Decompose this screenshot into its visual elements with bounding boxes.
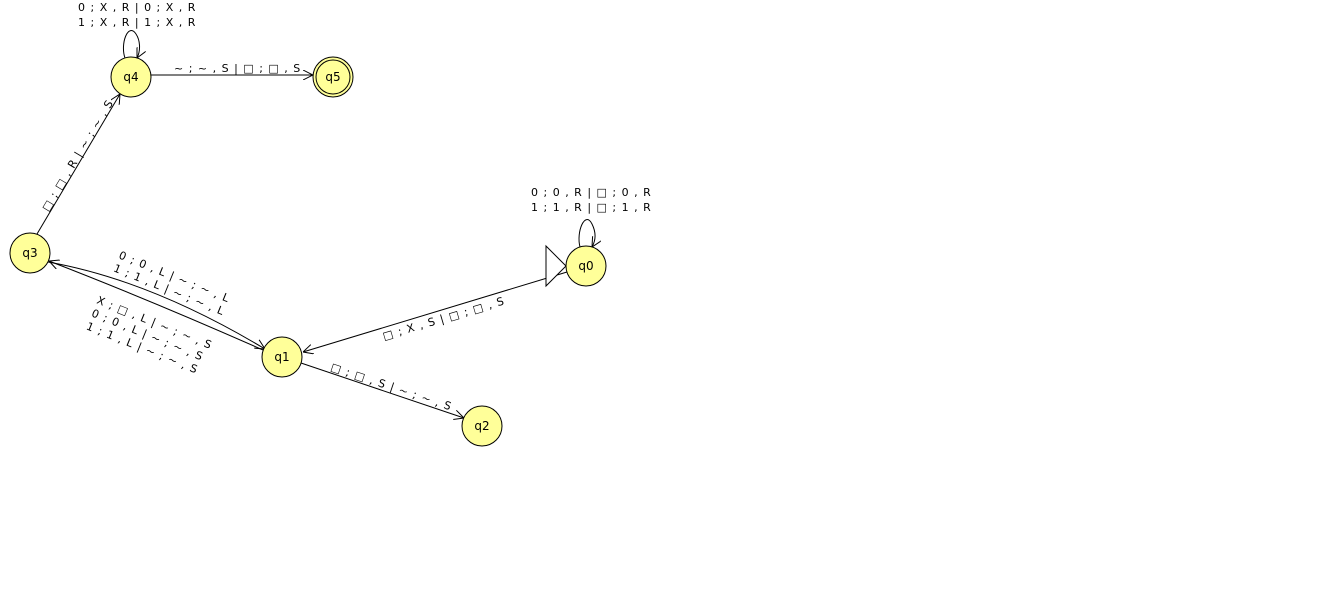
state-label: q2 [474, 419, 489, 433]
transition-label-q1-q2: □ ; □ , S | ~ ; ~ , S [329, 361, 454, 414]
state-q0[interactable]: q0 [565, 245, 607, 287]
state-q5[interactable]: q5 [312, 56, 354, 98]
state-circle [461, 405, 503, 447]
state-label: q5 [325, 70, 340, 84]
state-label: q3 [22, 246, 37, 260]
transition-label-line: □ ; □ , S | ~ ; ~ , S [329, 361, 454, 414]
state-label: q0 [578, 259, 593, 273]
transition-label-line: 0 ; 0 , R | □ ; 0 , R [531, 186, 652, 199]
transition-label-line: □ ; X , S | □ ; □ , S [381, 294, 506, 342]
transition-q4-q4[interactable] [122, 30, 139, 58]
state-label: q1 [274, 350, 289, 364]
transition-label-q0-q1: □ ; X , S | □ ; □ , S [381, 294, 506, 342]
transition-label-line: ~ ; ~ , S | □ ; □ , S [174, 62, 301, 75]
initial-state-marker [545, 244, 567, 288]
transition-label-q0-q0: 0 ; 0 , R | □ ; 0 , R 1 ; 1 , R | □ ; 1 ,… [531, 186, 652, 214]
state-label: q4 [123, 70, 138, 84]
state-circle [565, 245, 607, 287]
states-layer: q0 q1 q2 q3 q4 q5 [9, 56, 607, 447]
transition-q0-q0[interactable] [578, 219, 595, 247]
transition-label-q4-q5: ~ ; ~ , S | □ ; □ , S [174, 62, 301, 75]
start-layer [545, 244, 567, 288]
transition-q0-q1[interactable] [303, 271, 568, 352]
state-circle [110, 56, 152, 98]
transition-q1-q3[interactable] [49, 261, 264, 351]
state-q2[interactable]: q2 [461, 405, 503, 447]
transitions-layer [36, 30, 595, 418]
state-circle [9, 232, 51, 274]
transition-q1-q2[interactable] [300, 362, 464, 418]
state-q1[interactable]: q1 [261, 336, 303, 378]
transition-label-q3-q4: □ ; □ , R | ~ ; ~ , S [39, 97, 116, 213]
transition-label-line: 1 ; 1 , R | □ ; 1 , R [531, 201, 652, 214]
transition-q3-q1[interactable] [47, 261, 265, 349]
transition-label-q4-q4: 0 ; X , R | 0 ; X , R 1 ; X , R | 1 ; X ,… [78, 1, 196, 29]
state-circle [312, 56, 354, 98]
state-q4[interactable]: q4 [110, 56, 152, 98]
state-q3[interactable]: q3 [9, 232, 51, 274]
transition-label-line: 1 ; X , R | 1 ; X , R [78, 16, 196, 29]
transition-q3-q4[interactable] [36, 94, 120, 235]
final-state-ring [315, 59, 351, 95]
transition-label-line: □ ; □ , R | ~ ; ~ , S [39, 97, 116, 213]
state-circle [261, 336, 303, 378]
transition-label-line: 0 ; X , R | 0 ; X , R [78, 1, 196, 14]
